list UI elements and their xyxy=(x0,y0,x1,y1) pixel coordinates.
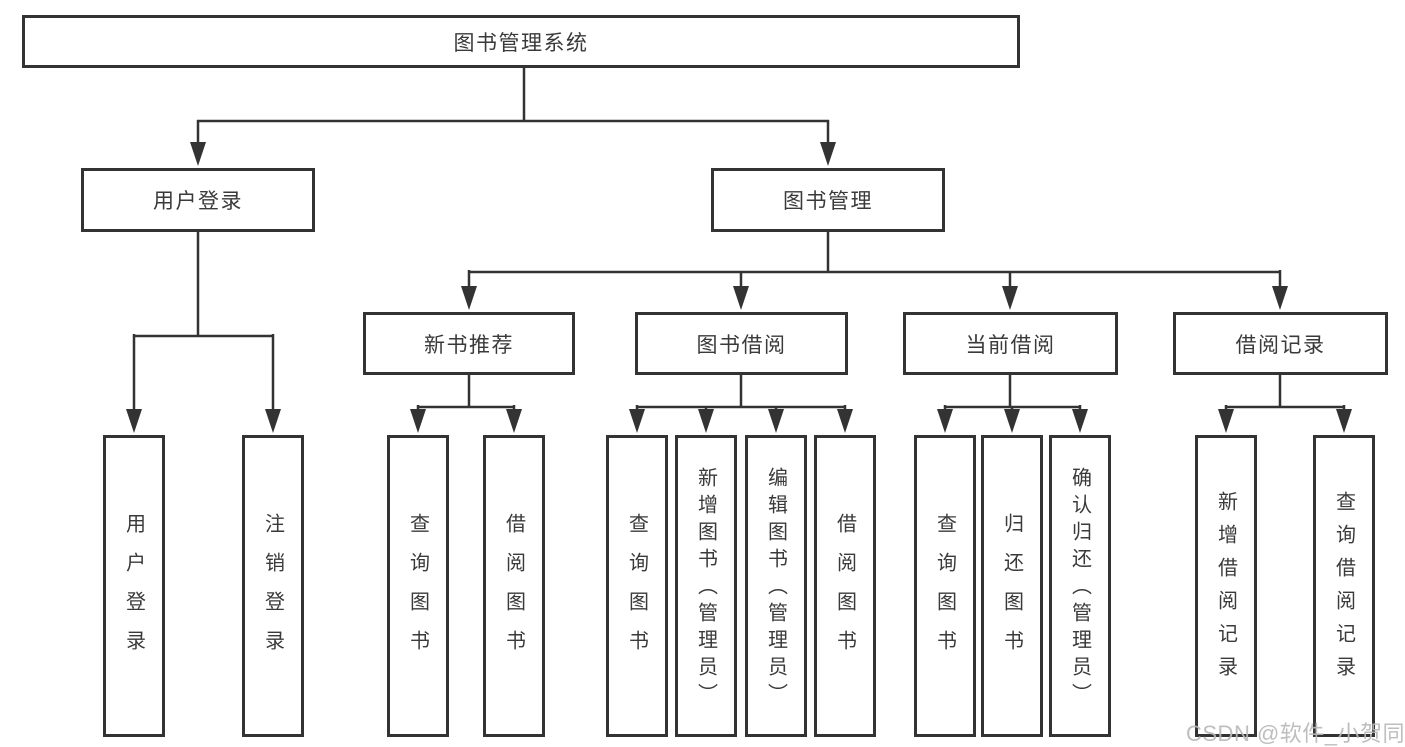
node-label: 用户登录 xyxy=(153,190,243,213)
node-label: 借阅图书 xyxy=(502,513,525,669)
node-label: 查询图书 xyxy=(406,513,429,669)
leaf-bb-edit-books: 编辑图书（管理员） xyxy=(745,435,807,737)
node-current-borrow: 当前借阅 xyxy=(903,312,1118,375)
node-label: 新增图书（管理员） xyxy=(694,466,717,710)
node-label: 用户登录 xyxy=(122,513,145,669)
node-label: 查询图书 xyxy=(933,513,956,669)
node-label: 图书管理系统 xyxy=(453,31,589,55)
node-book-mgmt: 图书管理 xyxy=(711,168,945,232)
node-new-books: 新书推荐 xyxy=(363,312,575,375)
node-label: 图书管理 xyxy=(783,190,873,213)
node-user-login: 用户登录 xyxy=(81,168,315,232)
node-label: 新书推荐 xyxy=(424,333,514,357)
node-label: 注销登录 xyxy=(261,513,284,669)
node-label: 编辑图书（管理员） xyxy=(764,466,787,710)
leaf-br-add-record: 新增借阅记录 xyxy=(1195,435,1257,737)
leaf-cb-return-books: 归还图书 xyxy=(981,435,1043,737)
leaf-bb-add-books: 新增图书（管理员） xyxy=(675,435,737,737)
node-label: 确认归还（管理员） xyxy=(1068,466,1091,710)
node-root: 图书管理系统 xyxy=(22,15,1020,68)
leaf-bb-borrow-books: 借阅图书 xyxy=(814,435,876,737)
node-label: 借阅图书 xyxy=(833,513,856,669)
node-label: 归还图书 xyxy=(1000,513,1023,669)
node-book-borrow: 图书借阅 xyxy=(635,312,848,375)
leaf-cb-query-books: 查询图书 xyxy=(914,435,976,737)
node-label: 借阅记录 xyxy=(1235,333,1326,357)
leaf-nb-borrow-books: 借阅图书 xyxy=(483,435,545,737)
leaf-user-login: 用户登录 xyxy=(103,435,165,737)
node-label: 查询借阅记录 xyxy=(1332,490,1355,689)
leaf-br-query-record: 查询借阅记录 xyxy=(1313,435,1375,737)
node-label: 查询图书 xyxy=(625,513,648,669)
watermark: CSDN @软件_小贺同学 xyxy=(1186,721,1405,746)
node-label: 当前借阅 xyxy=(965,333,1056,357)
node-borrow-records: 借阅记录 xyxy=(1173,312,1388,375)
leaf-cb-confirm-return: 确认归还（管理员） xyxy=(1049,435,1111,737)
node-label: 图书借阅 xyxy=(696,333,787,357)
leaf-bb-query-books: 查询图书 xyxy=(606,435,668,737)
node-label: 新增借阅记录 xyxy=(1214,490,1237,689)
leaf-nb-query-books: 查询图书 xyxy=(387,435,449,737)
leaf-logout: 注销登录 xyxy=(242,435,304,737)
